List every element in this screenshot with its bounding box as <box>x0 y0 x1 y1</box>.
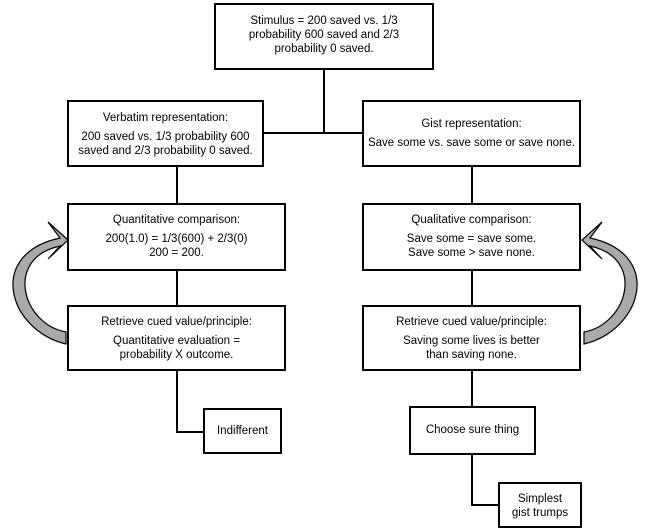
choose-sure-thing-label: Choose sure thing <box>425 424 520 436</box>
choose-sure-thing-box: Choose sure thing <box>409 406 536 455</box>
retrieve-cued-value-left-box: Retrieve cued value/principle: Quantitat… <box>67 305 286 371</box>
stimulus-box: Stimulus = 200 saved vs. 1/3 probability… <box>214 3 434 70</box>
qualitative-comparison-box: Qualitative comparison: Save some = save… <box>362 203 581 271</box>
indifferent-label: Indifferent <box>217 425 268 437</box>
indifferent-box: Indifferent <box>203 408 282 454</box>
verbatim-representation-box: Verbatim representation: 200 saved vs. 1… <box>67 100 264 167</box>
quantitative-title: Quantitative comparison: <box>112 214 241 226</box>
gist-representation-box: Gist representation: Save some vs. save … <box>362 100 581 167</box>
simplest-line-1: Simplest <box>517 493 563 505</box>
simplest-gist-trumps-box: Simplest gist trumps <box>498 482 582 528</box>
retrieve-left-line-2: probability X outcome. <box>119 349 234 361</box>
retrieve-cued-value-right-box: Retrieve cued value/principle: Saving so… <box>362 305 581 371</box>
gist-title: Gist representation: <box>421 118 522 130</box>
qualitative-line-1: Save some = save some. <box>406 233 537 245</box>
retrieve-left-line-1: Quantitative evaluation = <box>113 335 240 347</box>
verbatim-line-2: saved and 2/3 probability 0 saved. <box>78 145 253 157</box>
feedback-arrow-left <box>12 221 69 345</box>
qualitative-line-2: Save some > save none. <box>408 247 535 259</box>
retrieve-right-title: Retrieve cued value/principle: <box>396 316 547 328</box>
stimulus-line-3: probability 0 saved. <box>274 43 374 55</box>
verbatim-title: Verbatim representation: <box>102 112 229 124</box>
stimulus-line-1: Stimulus = 200 saved vs. 1/3 <box>250 15 398 27</box>
quantitative-comparison-box: Quantitative comparison: 200(1.0) = 1/3(… <box>67 203 286 271</box>
quantitative-line-2: 200 = 200. <box>149 247 204 259</box>
qualitative-title: Qualitative comparison: <box>411 214 532 226</box>
retrieve-right-line-2: than saving none. <box>426 349 517 361</box>
simplest-line-2: gist trumps <box>511 507 569 519</box>
verbatim-line-1: 200 saved vs. 1/3 probability 600 <box>81 131 250 143</box>
quantitative-line-1: 200(1.0) = 1/3(600) + 2/3(0) <box>105 233 248 245</box>
stimulus-line-2: probability 600 saved and 2/3 <box>248 29 400 41</box>
retrieve-right-line-1: Saving some lives is better <box>403 335 540 347</box>
feedback-arrow-right <box>581 221 638 345</box>
gist-line-1: Save some vs. save some or save none. <box>367 137 576 149</box>
retrieve-left-title: Retrieve cued value/principle: <box>101 316 252 328</box>
